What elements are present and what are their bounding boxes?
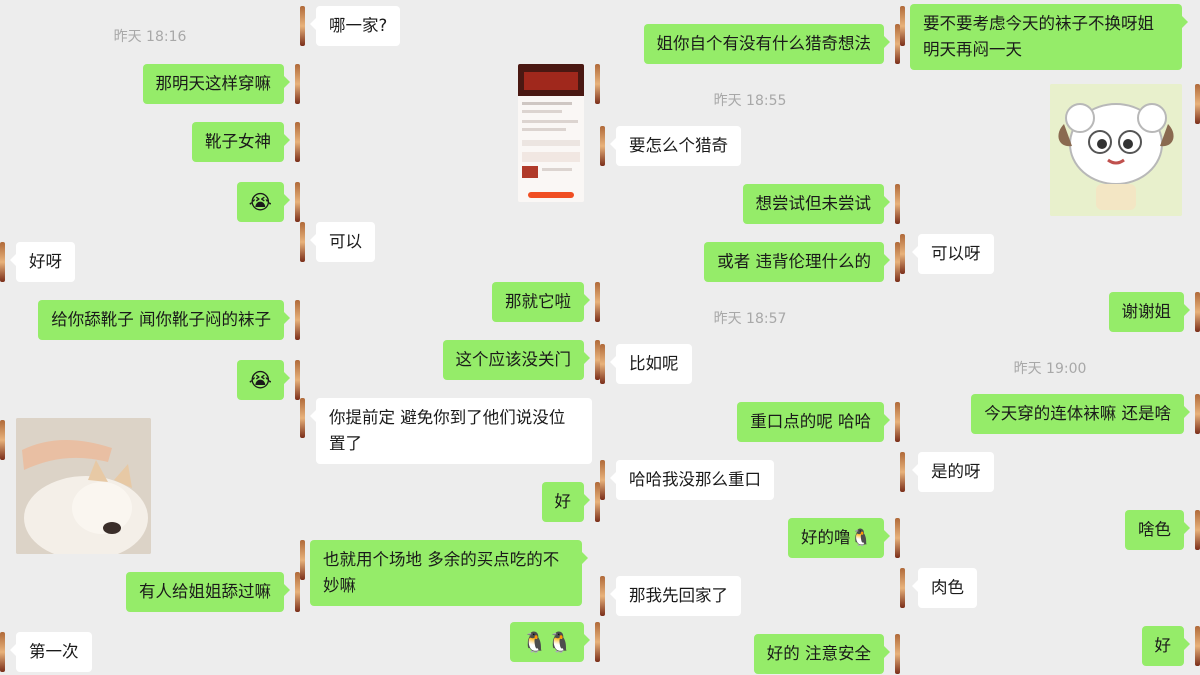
chat-panel-3: 姐你自个有没有什么猎奇想法 昨天 18:55 要怎么个猎奇 想尝试但未尝试 或者… (600, 0, 900, 675)
message-bubble[interactable]: 也就用个场地 多余的买点吃的不妙嘛 (310, 540, 588, 606)
message-bubble[interactable]: 😭 (236, 182, 291, 222)
timestamp: 昨天 18:55 (713, 93, 787, 109)
avatar[interactable] (1195, 292, 1200, 332)
avatar[interactable] (1195, 84, 1200, 124)
message-bubble[interactable]: 要怎么个猎奇 (610, 126, 741, 166)
message-bubble[interactable]: 是的呀 (912, 452, 994, 492)
timestamp: 昨天 18:16 (113, 29, 187, 45)
message-bubble[interactable]: 今天穿的连体袜嘛 还是啥 (971, 394, 1190, 434)
avatar[interactable] (300, 6, 305, 46)
avatar[interactable] (295, 182, 300, 222)
message-bubble[interactable]: 这个应该没关门 (442, 340, 590, 380)
avatar[interactable] (0, 242, 5, 282)
avatar[interactable] (895, 402, 900, 442)
timestamp: 昨天 18:57 (713, 311, 787, 327)
avatar[interactable] (300, 222, 305, 262)
message-bubble[interactable]: 那明天这样穿嘛 (142, 64, 290, 104)
message-bubble[interactable]: 谢谢姐 (1108, 292, 1190, 332)
avatar[interactable] (600, 126, 605, 166)
avatar[interactable] (900, 234, 905, 274)
message-bubble[interactable]: 肉色 (912, 568, 977, 608)
timestamp: 昨天 19:00 (1013, 361, 1087, 377)
sheep-sticker-image[interactable] (1050, 84, 1182, 216)
dog-photo-image[interactable] (16, 418, 151, 554)
message-bubble[interactable]: 有人给姐姐舔过嘛 (126, 572, 290, 612)
message-bubble[interactable]: 你提前定 避免你到了他们说没位置了 (310, 398, 592, 464)
message-bubble[interactable]: 给你舔靴子 闻你靴子闷的袜子 (38, 300, 290, 340)
message-bubble[interactable]: 好的噜🐧 (787, 518, 891, 558)
avatar[interactable] (300, 398, 305, 438)
avatar[interactable] (895, 184, 900, 224)
message-bubble[interactable]: 那我先回家了 (610, 576, 741, 616)
avatar[interactable] (895, 634, 900, 674)
message-bubble[interactable]: 可以 (310, 222, 375, 262)
avatar[interactable] (0, 420, 5, 460)
avatar[interactable] (300, 540, 305, 580)
message-bubble[interactable]: 姐你自个有没有什么猎奇想法 (643, 24, 890, 64)
message-bubble[interactable]: 第一次 (10, 632, 92, 672)
avatar[interactable] (900, 6, 905, 46)
avatar[interactable] (1195, 394, 1200, 434)
message-bubble[interactable]: 想尝试但未尝试 (742, 184, 890, 224)
message-bubble[interactable]: 靴子女神 (192, 122, 290, 162)
message-bubble[interactable]: 可以呀 (912, 234, 994, 274)
message-bubble[interactable]: 好 (541, 482, 590, 522)
message-bubble[interactable]: 要不要考虑今天的袜子不换呀姐明天再闷一天 (910, 4, 1188, 70)
avatar[interactable] (295, 572, 300, 612)
chat-panel-4: 要不要考虑今天的袜子不换呀姐明天再闷一天 可以呀 谢谢姐 昨天 19:00 今天… (900, 0, 1200, 675)
message-bubble[interactable]: 好的 注意安全 (753, 634, 891, 674)
message-bubble[interactable]: 比如呢 (610, 344, 692, 384)
message-bubble[interactable]: 哈哈我没那么重口 (610, 460, 774, 500)
avatar[interactable] (295, 300, 300, 340)
avatar[interactable] (295, 122, 300, 162)
avatar[interactable] (900, 568, 905, 608)
message-bubble[interactable]: 🐧🐧 (510, 622, 590, 662)
avatar[interactable] (595, 622, 600, 662)
avatar[interactable] (600, 344, 605, 384)
message-bubble[interactable]: 好呀 (10, 242, 75, 282)
avatar[interactable] (295, 64, 300, 104)
message-bubble[interactable]: 那就它啦 (492, 282, 590, 322)
avatar[interactable] (595, 340, 600, 380)
avatar[interactable] (295, 360, 300, 400)
message-bubble[interactable]: 好 (1141, 626, 1190, 666)
avatar[interactable] (595, 282, 600, 322)
message-bubble[interactable]: 哪一家? (309, 6, 401, 46)
chat-panel-2: 哪一家? 可以 那就它啦 这个应该没关门 你提前定 避免你到了他们说没位置了 好… (300, 0, 600, 675)
chat-panel-1: 昨天 18:16 那明天这样穿嘛 靴子女神 😭 好呀 给你舔靴子 闻你靴子闷的袜… (0, 0, 300, 675)
avatar[interactable] (600, 460, 605, 500)
avatar[interactable] (1195, 510, 1200, 550)
message-bubble[interactable]: 😭 (236, 360, 291, 400)
shop-screenshot-image[interactable] (518, 64, 584, 202)
avatar[interactable] (895, 242, 900, 282)
avatar[interactable] (600, 576, 605, 616)
avatar[interactable] (595, 482, 600, 522)
message-bubble[interactable]: 啥色 (1125, 510, 1190, 550)
avatar[interactable] (895, 518, 900, 558)
avatar[interactable] (895, 24, 900, 64)
message-bubble[interactable]: 或者 违背伦理什么的 (704, 242, 890, 282)
message-bubble[interactable]: 重口点的呢 哈哈 (737, 402, 890, 442)
avatar[interactable] (595, 64, 600, 104)
avatar[interactable] (0, 632, 5, 672)
avatar[interactable] (1195, 626, 1200, 666)
avatar[interactable] (900, 452, 905, 492)
